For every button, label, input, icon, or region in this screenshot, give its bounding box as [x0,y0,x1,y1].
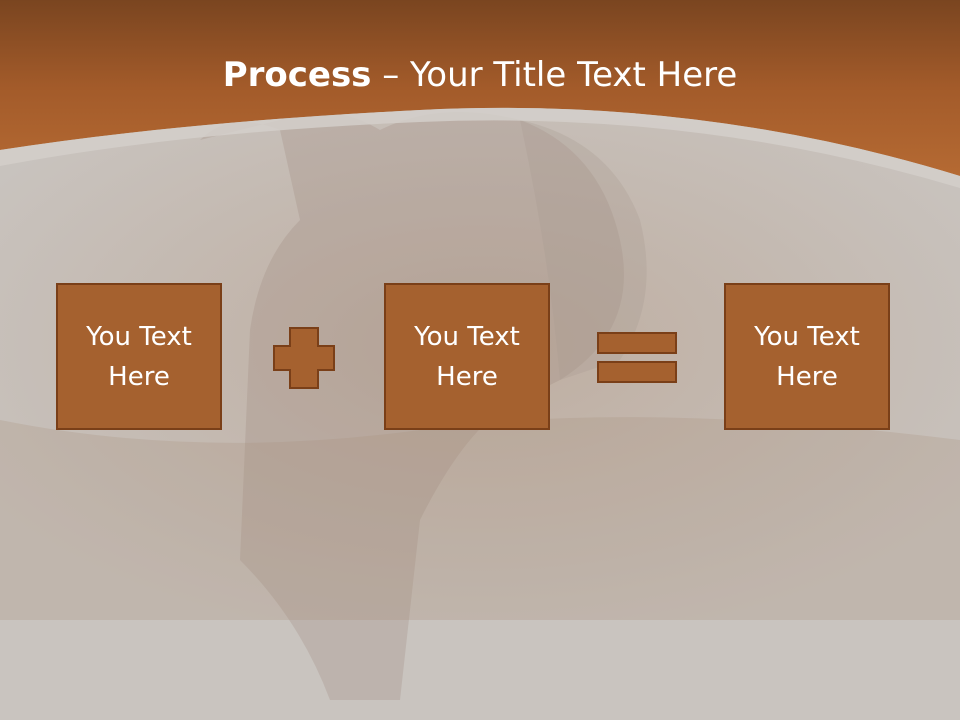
process-box-3[interactable]: You Text Here [724,283,890,430]
process-box-2-text: You Text Here [414,321,520,392]
process-box-2[interactable]: You Text Here [384,283,550,430]
process-box-1-text: You Text Here [86,321,192,392]
process-box-1[interactable]: You Text Here [56,283,222,430]
slide-title: Process – Your Title Text Here [0,52,960,98]
process-box-3-text: You Text Here [754,321,860,392]
title-bold: Process [222,55,372,95]
title-rest: – Your Title Text Here [371,55,738,95]
